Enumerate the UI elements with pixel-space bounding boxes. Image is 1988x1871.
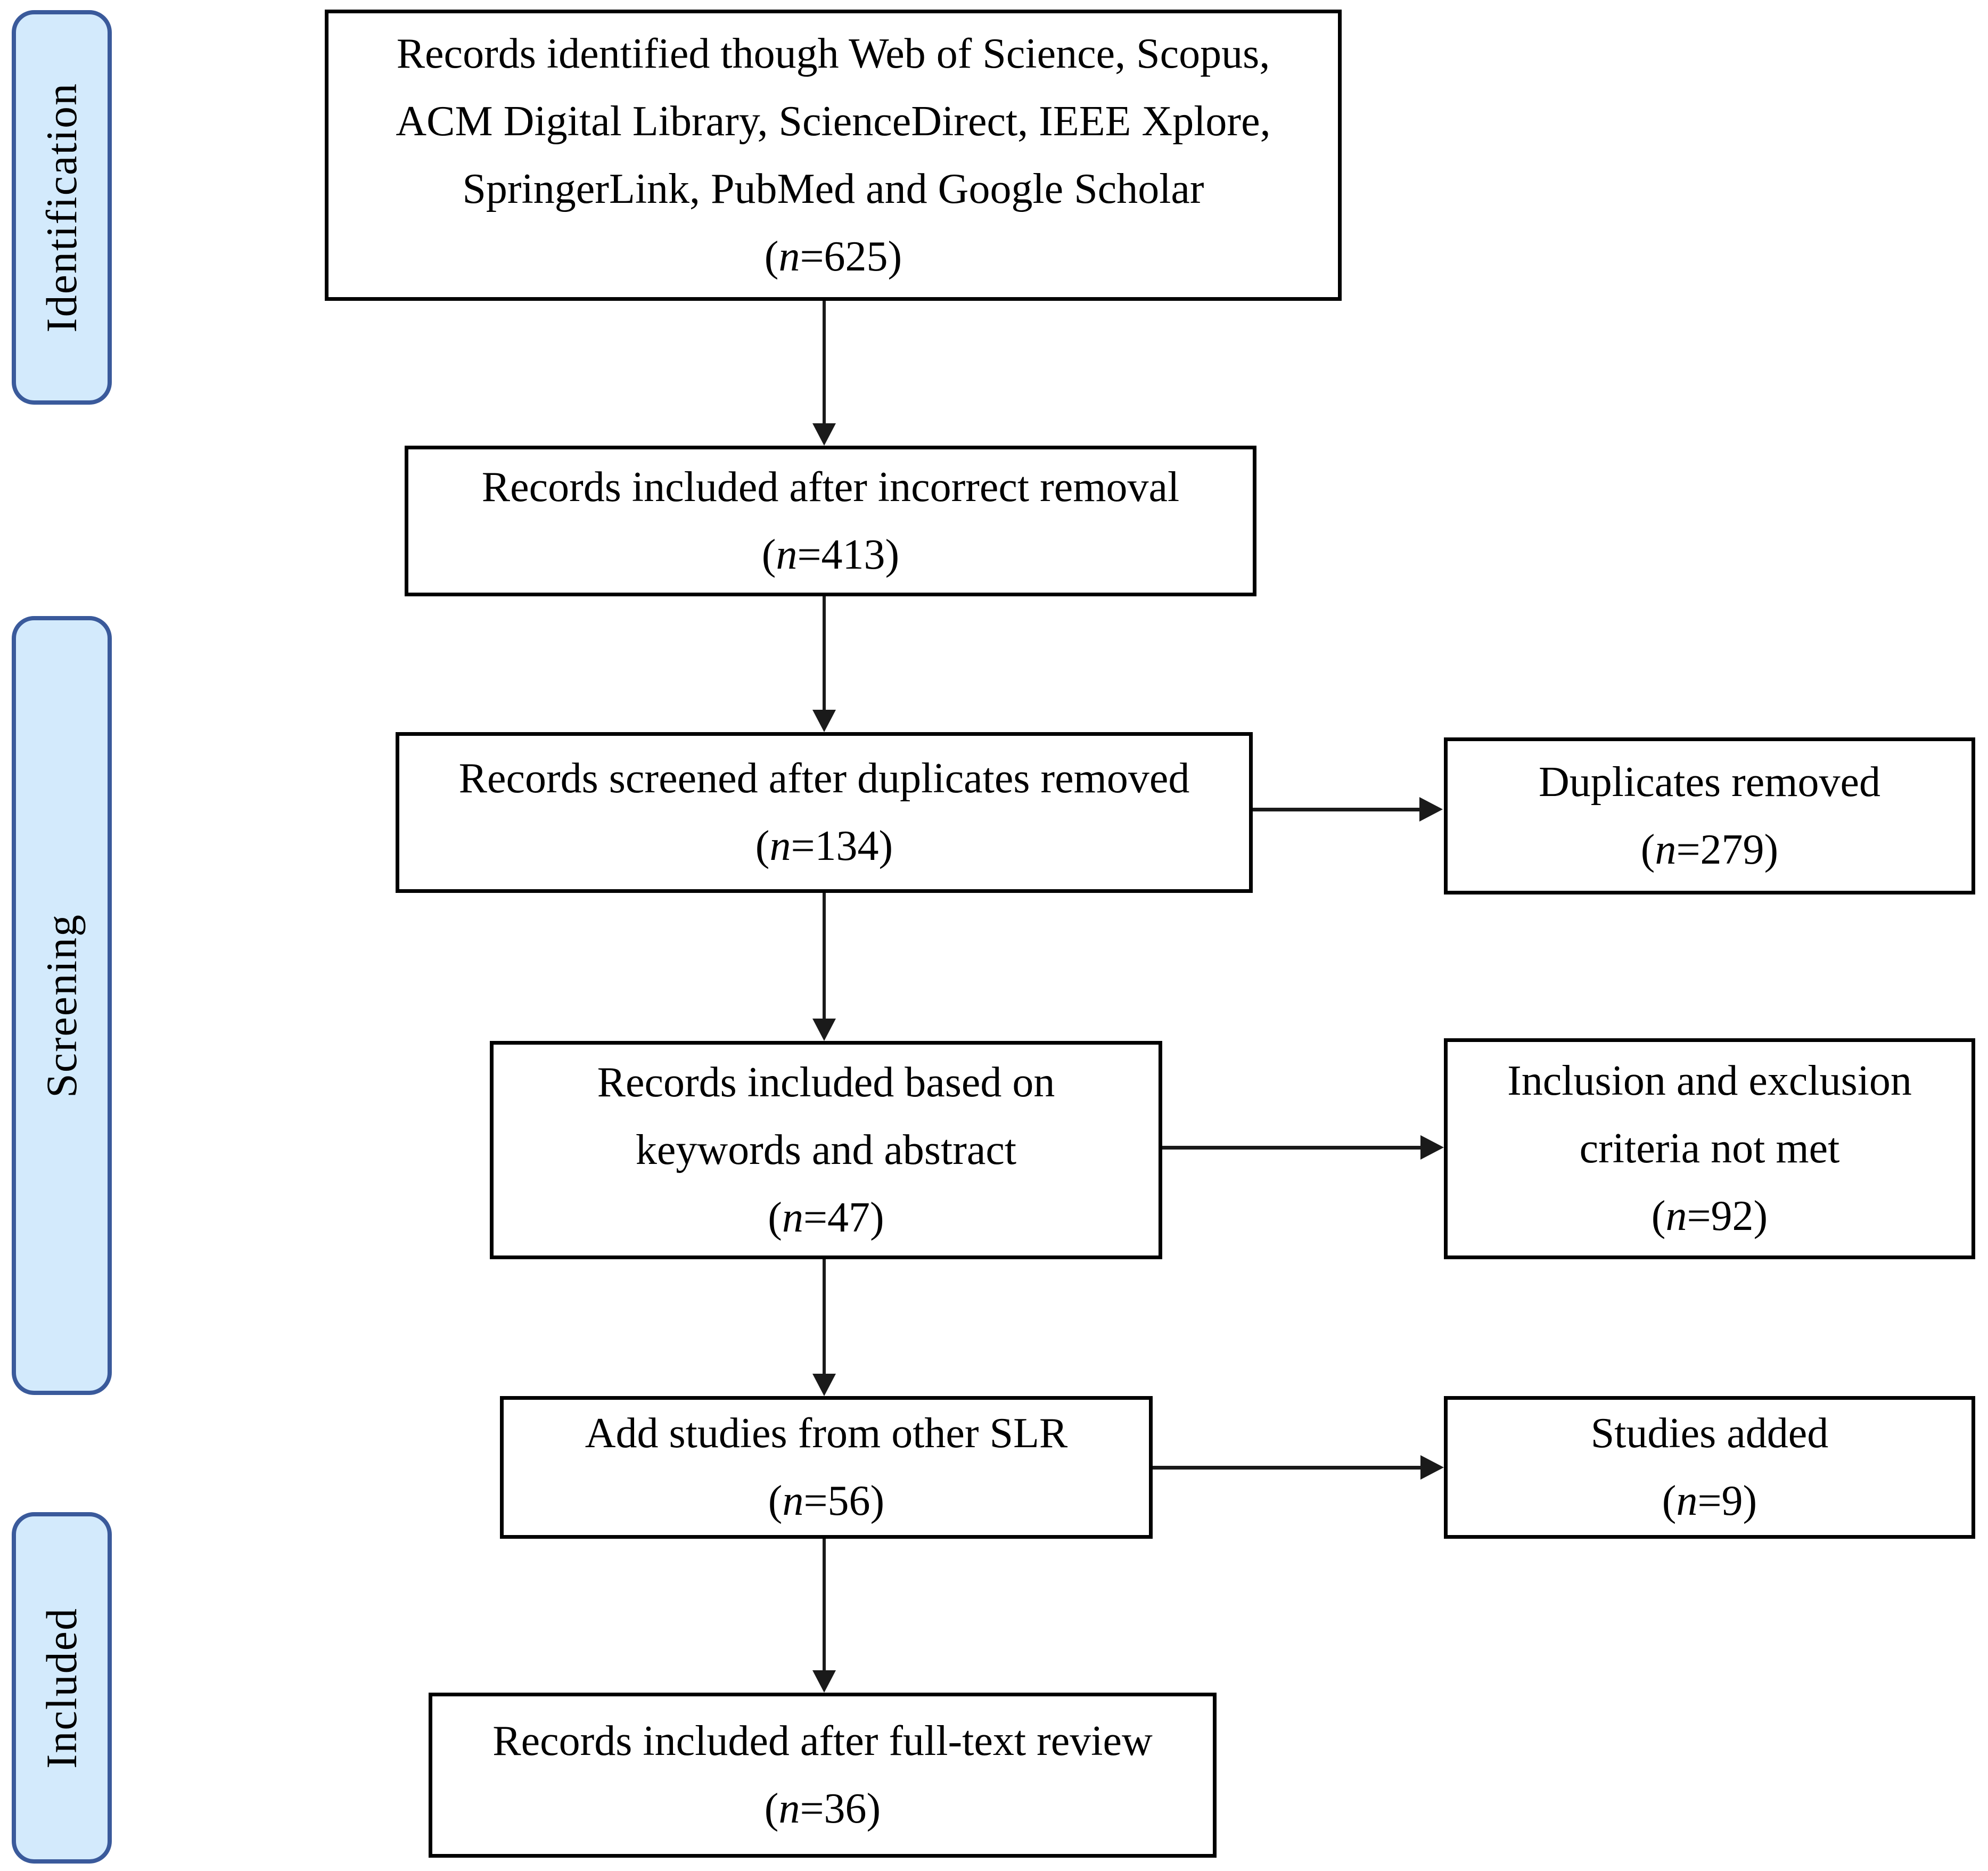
box-studies-added: Studies added (n=9) [1444, 1396, 1975, 1539]
box-text-line: Records screened after duplicates remove… [458, 755, 1190, 802]
box-duplicates-removed: Duplicates removed (n=279) [1444, 737, 1975, 895]
box-text-line: ACM Digital Library, ScienceDirect, IEEE… [396, 97, 1271, 145]
box-text-line: Studies added [1590, 1410, 1829, 1457]
arrow-incorrect-removal-to-screened [812, 596, 836, 732]
arrow-shaft [1253, 807, 1419, 811]
count-label: (n=92) [1651, 1193, 1768, 1240]
arrow-right-icon [1420, 1455, 1444, 1480]
arrow-keywords-to-other-slr [812, 1259, 836, 1396]
count-label: (n=56) [768, 1478, 885, 1524]
arrow-screened-to-keywords [812, 893, 836, 1041]
arrow-shaft [1162, 1145, 1420, 1150]
arrow-right-icon [1420, 1135, 1444, 1160]
stage-label-included: Included [37, 1607, 86, 1769]
arrow-shaft [823, 596, 826, 710]
arrow-shaft [823, 301, 826, 423]
stage-box-screening: Screening [12, 616, 112, 1395]
count-label: (n=279) [1640, 826, 1779, 873]
box-criteria-not-met: Inclusion and exclusion criteria not met… [1444, 1038, 1975, 1259]
box-text-line: SpringerLink, PubMed and Google Scholar [462, 165, 1204, 212]
box-text-line: criteria not met [1579, 1125, 1840, 1172]
count-label: (n=36) [764, 1785, 881, 1832]
box-records-identified: Records identified though Web of Science… [325, 10, 1342, 301]
count-label: (n=625) [764, 233, 902, 280]
stage-box-identification: Identification [12, 10, 112, 405]
arrow-shaft [823, 1259, 826, 1374]
arrow-down-icon [812, 1019, 836, 1041]
box-keywords-abstract: Records included based on keywords and a… [490, 1041, 1162, 1259]
stage-label-screening: Screening [37, 913, 86, 1098]
arrow-right-icon [1419, 797, 1443, 822]
arrow-screened-to-duplicates-removed [1253, 797, 1443, 822]
box-text-line: Add studies from other SLR [585, 1410, 1068, 1457]
arrow-shaft [1153, 1465, 1420, 1470]
box-text-line: Inclusion and exclusion [1507, 1057, 1912, 1104]
arrow-identified-to-incorrect-removal [812, 301, 836, 446]
box-text-line: Records included after full-text review [492, 1718, 1153, 1765]
count-label: (n=9) [1662, 1478, 1757, 1524]
arrow-down-icon [812, 710, 836, 732]
arrow-shaft [823, 1539, 826, 1670]
box-text-line: Records included after incorrect removal [481, 463, 1180, 511]
box-text-line: keywords and abstract [635, 1126, 1017, 1174]
count-label: (n=413) [761, 531, 900, 578]
arrow-other-slr-to-studies-added [1153, 1455, 1444, 1480]
count-label: (n=134) [755, 823, 893, 869]
count-label: (n=47) [768, 1194, 884, 1241]
arrow-keywords-to-criteria-not-met [1162, 1135, 1444, 1160]
box-text-line: Records identified though Web of Science… [396, 30, 1270, 77]
arrow-shaft [823, 893, 826, 1019]
arrow-down-icon [812, 1670, 836, 1693]
arrow-down-icon [812, 423, 836, 446]
stage-label-identification: Identification [37, 82, 86, 333]
arrow-down-icon [812, 1374, 836, 1396]
box-full-text-review: Records included after full-text review … [429, 1693, 1217, 1858]
box-text-line: Duplicates removed [1539, 758, 1880, 806]
box-text-line: Records included based on [597, 1058, 1055, 1106]
stage-box-included: Included [12, 1512, 112, 1864]
box-other-slr: Add studies from other SLR (n=56) [500, 1396, 1153, 1539]
box-incorrect-removal: Records included after incorrect removal… [405, 446, 1256, 596]
arrow-other-slr-to-full-text [812, 1539, 836, 1693]
box-screened-duplicates: Records screened after duplicates remove… [396, 732, 1253, 893]
